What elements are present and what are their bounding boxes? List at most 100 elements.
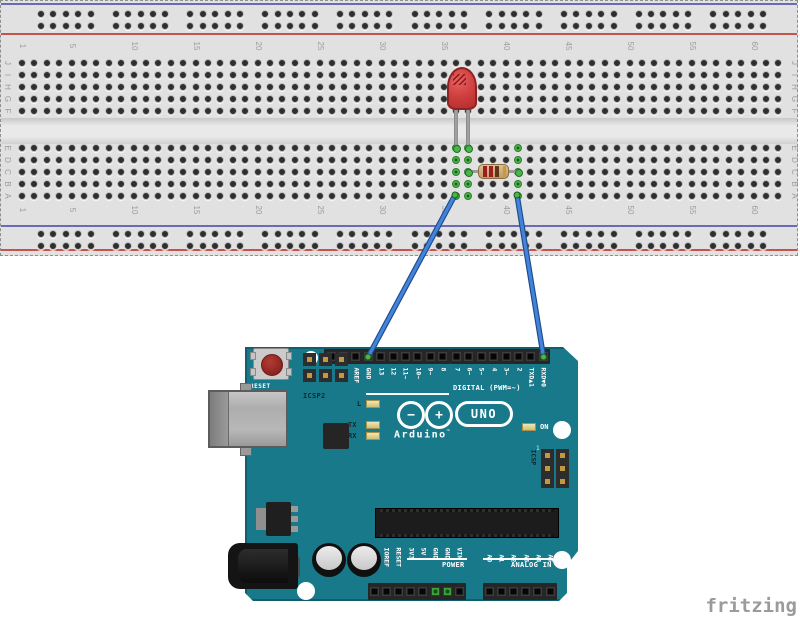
breadboard-hole	[241, 95, 250, 103]
breadboard-hole	[464, 156, 473, 164]
breadboard-hole	[588, 95, 597, 103]
column-number: 25	[315, 41, 325, 51]
column-number: 20	[253, 41, 263, 51]
column-number: 45	[563, 205, 573, 215]
rail-hole	[647, 242, 655, 250]
breadboard-hole	[774, 95, 783, 103]
power-pin[interactable]	[442, 587, 452, 596]
rail-hole	[74, 22, 83, 30]
rail-hole	[497, 22, 506, 30]
row-letter: A	[3, 193, 12, 199]
icsp2-pin[interactable]	[334, 352, 348, 366]
digital-pin[interactable]	[425, 352, 435, 361]
breadboard-hole	[737, 83, 746, 91]
digital-pin[interactable]	[413, 352, 423, 361]
digital-pin[interactable]	[452, 352, 461, 361]
digital-pin[interactable]	[363, 352, 373, 361]
usb-connector[interactable]	[208, 390, 288, 448]
reset-button[interactable]	[250, 348, 292, 380]
rail-hole	[373, 230, 381, 238]
power-pin[interactable]	[406, 587, 416, 596]
rail-hole	[510, 10, 518, 18]
icsp2-pin[interactable]	[318, 352, 332, 366]
digital-pin[interactable]	[400, 352, 410, 361]
power-pin[interactable]	[393, 587, 403, 596]
breadboard-hole	[675, 156, 684, 164]
mounting-hole	[553, 551, 571, 569]
digital-pin[interactable]	[388, 352, 398, 361]
breadboard-hole	[340, 192, 349, 200]
analog-pin[interactable]	[545, 587, 555, 596]
atmega328-chip	[375, 508, 559, 538]
column-number: 55	[687, 205, 697, 215]
breadboard-hole	[303, 95, 312, 103]
resistor-body[interactable]	[478, 164, 509, 179]
analog-pin[interactable]	[496, 587, 506, 596]
led-bulb[interactable]	[447, 67, 481, 110]
icsp2-pin[interactable]	[318, 368, 332, 382]
rail-hole	[634, 242, 643, 250]
rail-hole	[298, 10, 307, 18]
icsp-pin[interactable]	[555, 448, 569, 462]
power-header[interactable]	[368, 583, 466, 600]
power-barrel-jack[interactable]	[228, 543, 298, 589]
breadboard-hole	[638, 156, 646, 164]
breadboard-hole	[241, 180, 250, 188]
breadboard-hole	[390, 168, 398, 176]
icsp-pin[interactable]	[540, 448, 554, 462]
icsp2-pin[interactable]	[302, 368, 316, 382]
digital-pin[interactable]	[351, 352, 361, 361]
breadboard-hole	[30, 192, 39, 200]
icsp2-pin[interactable]	[302, 352, 316, 366]
breadboard-hole	[117, 156, 126, 164]
icsp-pin[interactable]	[555, 474, 569, 488]
analog-pin[interactable]	[508, 587, 518, 596]
led-leg-cathode	[454, 104, 458, 145]
rail-hole	[186, 22, 195, 30]
power-pin[interactable]	[430, 587, 440, 596]
breadboard-hole	[762, 107, 770, 115]
digital-pin[interactable]	[476, 352, 486, 361]
rail-hole	[447, 230, 456, 238]
digital-pin[interactable]	[501, 352, 511, 361]
rail-hole	[609, 230, 618, 238]
led-L-label: L	[357, 400, 362, 408]
analog-pin[interactable]	[521, 587, 531, 596]
icsp-pin[interactable]	[540, 461, 554, 475]
breadboard-hole	[241, 192, 250, 200]
power-pin[interactable]	[418, 587, 428, 596]
rail-hole	[37, 22, 45, 30]
breadboard-hole	[241, 59, 250, 67]
breadboard-hole	[204, 59, 212, 67]
icsp-pin[interactable]	[540, 474, 554, 488]
power-pin[interactable]	[369, 587, 379, 596]
breadboard-hole	[390, 59, 398, 67]
digital-pin[interactable]	[489, 352, 499, 361]
digital-pin[interactable]	[464, 352, 474, 361]
digital-pin[interactable]	[538, 352, 548, 361]
breadboard-hole	[613, 95, 622, 103]
icsp2-pin[interactable]	[334, 368, 348, 382]
power-pin[interactable]	[381, 587, 391, 596]
digital-pin[interactable]	[376, 352, 386, 361]
power-pin[interactable]	[454, 587, 464, 596]
analog-pin[interactable]	[533, 587, 543, 596]
breadboard-hole	[600, 83, 609, 91]
analog-pin[interactable]	[484, 587, 494, 596]
breadboard-hole	[142, 71, 150, 79]
breadboard-hole	[650, 192, 659, 200]
breadboard-hole	[737, 95, 746, 103]
breadboard-hole	[80, 107, 88, 115]
breadboard-hole	[489, 83, 498, 91]
breadboard-hole	[266, 83, 274, 91]
digital-pin[interactable]	[514, 352, 523, 361]
breadboard-hole	[476, 83, 485, 91]
breadboard-hole	[253, 156, 262, 164]
breadboard-hole	[774, 144, 783, 152]
digital-pin[interactable]	[526, 352, 536, 361]
digital-pin[interactable]	[438, 352, 448, 361]
breadboard-hole	[228, 156, 237, 164]
icsp-pin[interactable]	[555, 461, 569, 475]
